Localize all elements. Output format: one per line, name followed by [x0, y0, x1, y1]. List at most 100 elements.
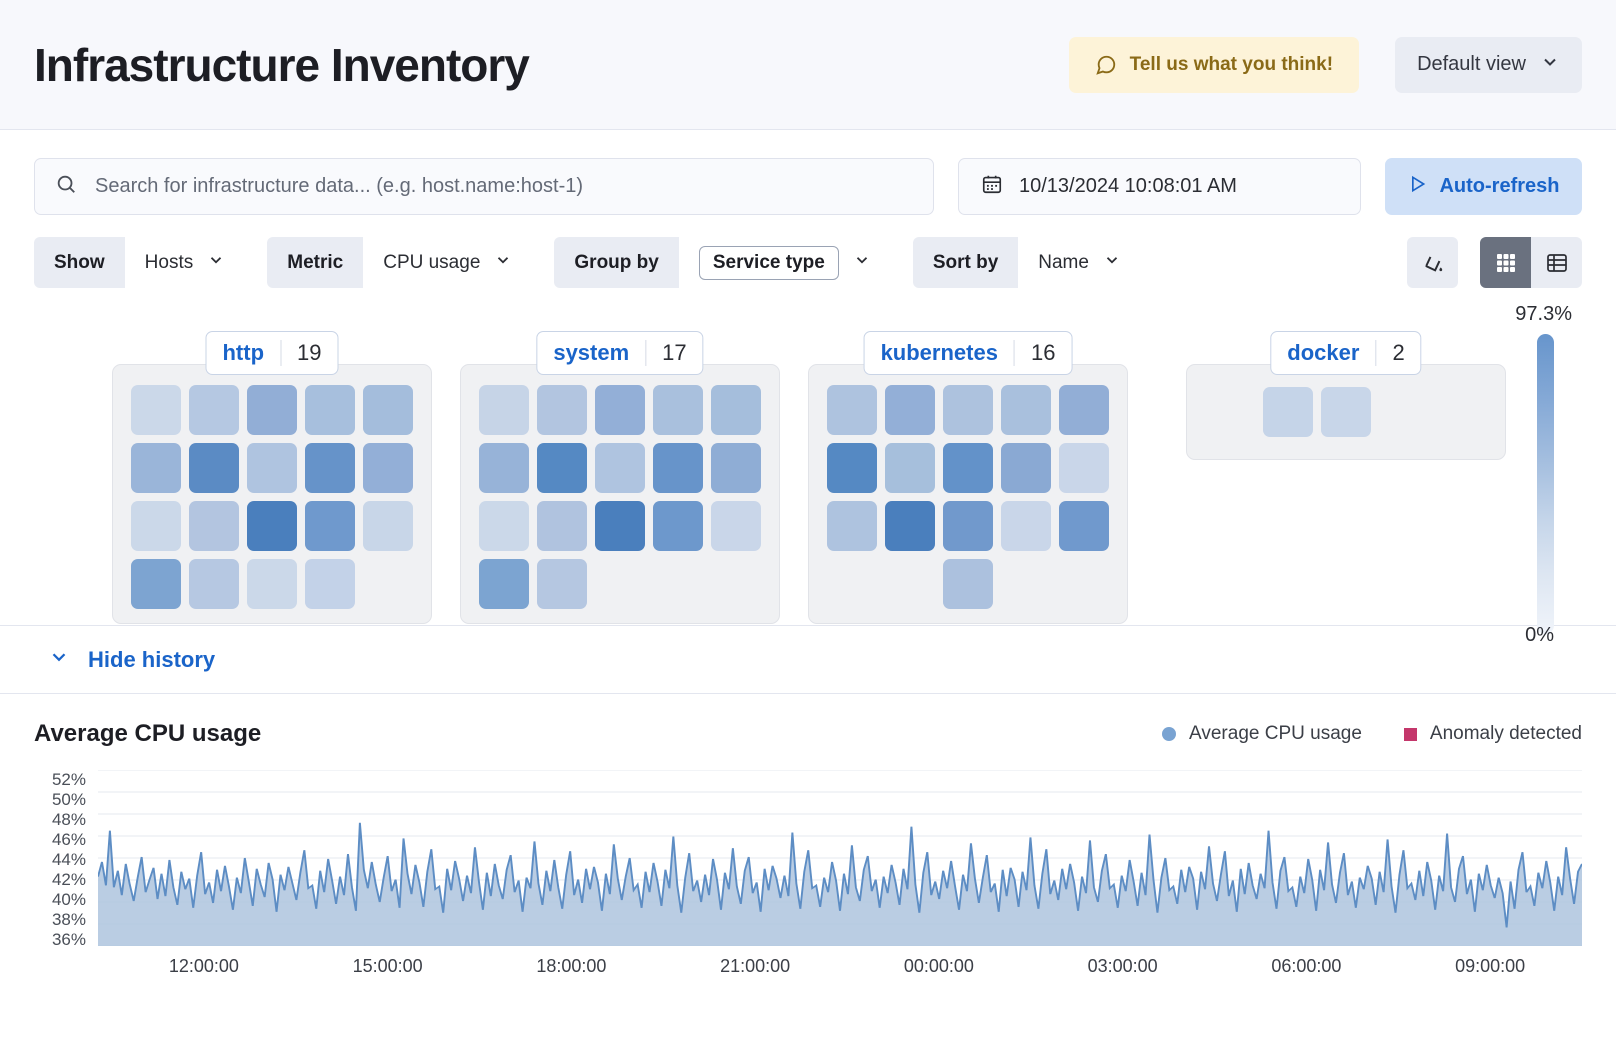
group-name: system — [553, 340, 630, 365]
grid-view-icon[interactable] — [1480, 237, 1531, 288]
host-tile[interactable] — [1001, 443, 1051, 493]
group-body-http — [112, 364, 432, 624]
x-tick-label: 06:00:00 — [1271, 956, 1342, 976]
filter-sort-by-value[interactable]: Name — [1018, 237, 1139, 288]
feedback-button[interactable]: Tell us what you think! — [1068, 36, 1360, 93]
host-tile[interactable] — [943, 559, 993, 609]
hide-history-toggle[interactable]: Hide history — [0, 626, 1616, 694]
date-picker-value: 10/13/2024 10:08:01 AM — [1019, 175, 1237, 197]
view-toggle-group — [1480, 237, 1582, 288]
host-tile[interactable] — [131, 559, 181, 609]
page-header: Infrastructure Inventory Tell us what yo… — [0, 0, 1616, 130]
auto-refresh-button[interactable]: Auto-refresh — [1385, 158, 1582, 215]
hide-history-label: Hide history — [88, 646, 216, 672]
date-picker[interactable]: 10/13/2024 10:08:01 AM — [958, 158, 1361, 215]
host-tile[interactable] — [943, 443, 993, 493]
host-tile[interactable] — [189, 559, 239, 609]
legend-item-average[interactable]: Average CPU usage — [1162, 723, 1362, 745]
search-input[interactable] — [93, 174, 913, 199]
chart-legend: Average CPU usage Anomaly detected — [1162, 723, 1582, 745]
speech-bubble-icon — [1095, 54, 1117, 76]
filter-metric[interactable]: Metric CPU usage — [267, 237, 531, 288]
filter-sort-by[interactable]: Sort by Name — [912, 237, 1139, 288]
color-scale-legend — [1537, 334, 1554, 634]
host-tile[interactable] — [1059, 501, 1109, 551]
host-tile[interactable] — [885, 443, 935, 493]
host-tile[interactable] — [479, 385, 529, 435]
host-tile[interactable] — [711, 385, 761, 435]
host-tile[interactable] — [247, 443, 297, 493]
host-tile[interactable] — [827, 385, 877, 435]
y-axis: 52%50%48%46%44%42%40%38%36% — [34, 770, 86, 949]
host-tile[interactable] — [943, 385, 993, 435]
host-tile[interactable] — [1263, 387, 1313, 437]
group-list: http 19 system 17 kubernetes 16 — [0, 306, 1616, 624]
host-tile[interactable] — [131, 385, 181, 435]
host-tile[interactable] — [247, 501, 297, 551]
host-tile[interactable] — [711, 501, 761, 551]
paint-bucket-icon[interactable] — [1407, 237, 1458, 288]
group-badge-kubernetes[interactable]: kubernetes 16 — [863, 331, 1073, 375]
group-badge-system[interactable]: system 17 — [536, 331, 704, 375]
host-tile[interactable] — [537, 443, 587, 493]
host-tile[interactable] — [189, 501, 239, 551]
filter-show[interactable]: Show Hosts — [34, 237, 244, 288]
host-tile[interactable] — [595, 385, 645, 435]
host-tile[interactable] — [885, 385, 935, 435]
host-tile[interactable] — [363, 443, 413, 493]
host-tile[interactable] — [537, 559, 587, 609]
group-name: http — [222, 340, 265, 365]
legend-min-label: 0% — [1525, 624, 1554, 646]
group-badge-docker[interactable]: docker 2 — [1270, 331, 1422, 375]
host-tile[interactable] — [305, 443, 355, 493]
filter-sort-by-prefix: Sort by — [912, 237, 1019, 288]
host-tile[interactable] — [1059, 443, 1109, 493]
host-tile[interactable] — [479, 559, 529, 609]
host-tile[interactable] — [131, 501, 181, 551]
host-tile[interactable] — [189, 443, 239, 493]
host-tile[interactable] — [247, 385, 297, 435]
host-tile[interactable] — [1059, 385, 1109, 435]
chart-body: 52%50%48%46%44%42%40%38%36% — [34, 770, 1582, 949]
host-tile[interactable] — [595, 443, 645, 493]
host-tile[interactable] — [189, 385, 239, 435]
filter-group-by[interactable]: Group by Service type — [554, 237, 889, 288]
legend-item-anomaly[interactable]: Anomaly detected — [1403, 723, 1582, 745]
filter-metric-value[interactable]: CPU usage — [363, 237, 531, 288]
legend-max-label: 97.3% — [1515, 303, 1572, 325]
plot-area — [98, 770, 1582, 946]
host-tile[interactable] — [537, 385, 587, 435]
host-tile[interactable] — [247, 559, 297, 609]
filter-show-prefix: Show — [34, 237, 125, 288]
host-tile[interactable] — [1001, 501, 1051, 551]
host-tile[interactable] — [653, 443, 703, 493]
filter-group-by-value[interactable]: Service type — [678, 237, 889, 288]
host-tile[interactable] — [305, 385, 355, 435]
table-view-icon[interactable] — [1531, 237, 1582, 288]
host-tile[interactable] — [711, 443, 761, 493]
filter-show-value[interactable]: Hosts — [124, 237, 244, 288]
host-tile[interactable] — [537, 501, 587, 551]
group-badge-http[interactable]: http 19 — [205, 331, 339, 375]
host-tile[interactable] — [653, 385, 703, 435]
history-chart: Average CPU usage Average CPU usage Anom… — [0, 694, 1616, 977]
host-tile[interactable] — [1321, 387, 1371, 437]
host-tile[interactable] — [653, 501, 703, 551]
host-tile[interactable] — [943, 501, 993, 551]
tile-grid — [479, 385, 761, 609]
host-tile[interactable] — [595, 501, 645, 551]
host-tile[interactable] — [827, 501, 877, 551]
host-tile[interactable] — [827, 443, 877, 493]
host-tile[interactable] — [479, 443, 529, 493]
host-tile[interactable] — [131, 443, 181, 493]
tile-spacer — [885, 559, 935, 609]
view-selector[interactable]: Default view — [1395, 36, 1582, 93]
host-tile[interactable] — [363, 501, 413, 551]
host-tile[interactable] — [1001, 385, 1051, 435]
host-tile[interactable] — [305, 501, 355, 551]
host-tile[interactable] — [479, 501, 529, 551]
host-tile[interactable] — [305, 559, 355, 609]
search-bar[interactable] — [34, 158, 934, 215]
host-tile[interactable] — [885, 501, 935, 551]
host-tile[interactable] — [363, 385, 413, 435]
